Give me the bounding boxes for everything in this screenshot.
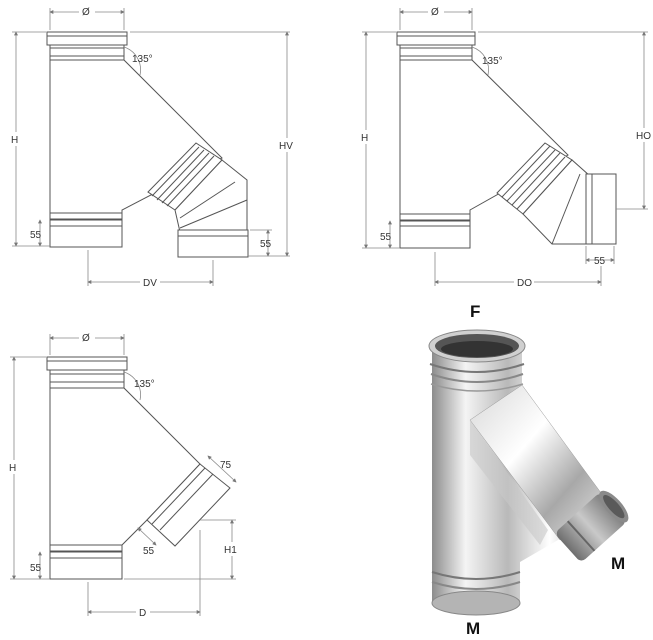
height-o-label: HO xyxy=(636,131,651,142)
diameter-label: Ø xyxy=(82,333,90,344)
height-1-label: H1 xyxy=(224,545,237,556)
base-offset-label: 55 xyxy=(380,232,392,243)
base-offset-label: 55 xyxy=(30,563,42,574)
drawing-tee-dv: 135° Ø H 55 HV 55 DV xyxy=(10,5,296,289)
drawing-tee-d: 135° Ø H 55 75 55 H1 D xyxy=(8,331,240,619)
angle-label: 135° xyxy=(132,54,153,65)
branch-length-label: 75 xyxy=(220,460,232,471)
distance-label: D xyxy=(139,608,146,619)
height-label: H xyxy=(9,463,16,474)
branch-offset-label: 55 xyxy=(260,239,272,250)
diameter-label: Ø xyxy=(431,7,439,18)
branch-offset-label: 55 xyxy=(594,256,606,267)
height-v-label: HV xyxy=(279,141,293,152)
branch-offset-label: 55 xyxy=(143,546,155,557)
photo-bottom-label: M xyxy=(466,619,480,638)
photo-branch-label: M xyxy=(611,554,625,573)
product-photo: F M M xyxy=(428,302,629,638)
drawing-tee-do: 135° Ø H 55 HO 55 DO xyxy=(360,5,653,289)
diameter-label: Ø xyxy=(82,7,90,18)
angle-label: 135° xyxy=(482,56,503,67)
angle-label: 135° xyxy=(134,379,155,390)
photo-top-label: F xyxy=(470,302,480,321)
distance-label: DO xyxy=(517,278,532,289)
height-label: H xyxy=(361,133,368,144)
base-offset-label: 55 xyxy=(30,230,42,241)
distance-label: DV xyxy=(143,278,157,289)
height-label: H xyxy=(11,135,18,146)
